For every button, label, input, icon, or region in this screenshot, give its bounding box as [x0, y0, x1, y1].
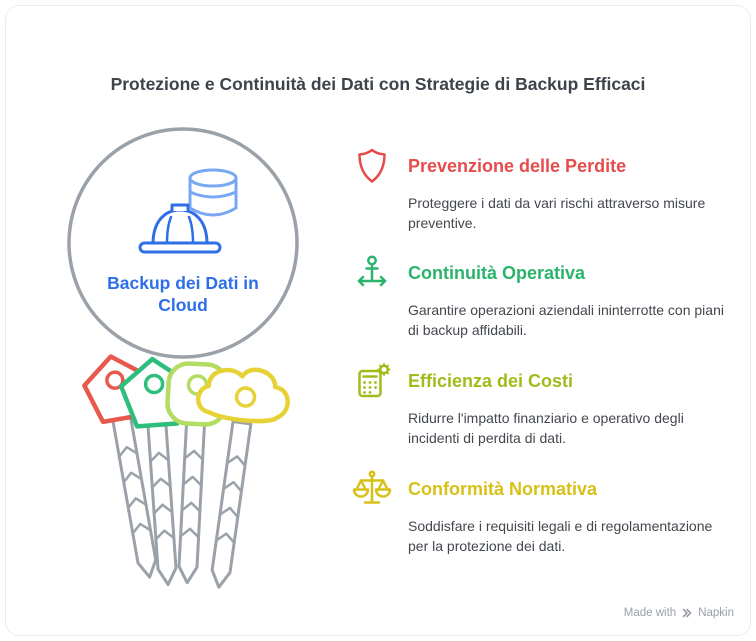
benefit-title: Continuità Operativa [408, 262, 586, 283]
keyring-circle [67, 127, 299, 359]
benefit-title: Conformità Normativa [408, 478, 598, 499]
benefit-description: Garantire operazioni aziendali ininterro… [408, 302, 724, 339]
benefit-title: Prevenzione delle Perdite [408, 155, 627, 176]
benefit-title: Efficienza dei Costi [408, 370, 574, 391]
person-arrows-icon [352, 253, 392, 293]
benefit-item-continuita: Continuità Operativa Garantire operazion… [352, 253, 724, 341]
benefit-description: Soddisfare i requisiti legali e di regol… [408, 518, 713, 555]
justice-scales-icon [352, 469, 392, 509]
cloud-backup-label-line1: Backup dei Dati in [107, 273, 259, 293]
page-title: Protezione e Continuità dei Dati con Str… [110, 74, 646, 94]
calculator-gear-icon [352, 361, 392, 401]
benefit-description: Proteggere i dati da vari rischi attrave… [408, 195, 706, 232]
key-yellow-cloud [195, 367, 290, 589]
napkin-brand-text: Napkin [698, 607, 734, 619]
cloud-backup-label-line2: Cloud [158, 295, 208, 315]
shield-icon [352, 146, 392, 186]
keyring-illustration: Backup dei Dati in Cloud [67, 127, 299, 589]
benefit-item-efficienza: Efficienza dei Costi Ridurre l'impatto f… [352, 361, 724, 449]
made-with-text: Made with [623, 607, 677, 619]
benefit-item-prevenzione: Prevenzione delle Perdite Proteggere i d… [352, 146, 724, 234]
made-with-napkin-link[interactable]: Made with Napkin [624, 607, 734, 619]
hard-hat-icon [138, 203, 222, 254]
database-icon [188, 168, 238, 217]
benefit-description: Ridurre l'impatto finanziario e operativ… [408, 410, 684, 447]
napkin-logo-icon [682, 608, 692, 618]
benefit-item-conformita: Conformità Normativa Soddisfare i requis… [352, 469, 724, 557]
